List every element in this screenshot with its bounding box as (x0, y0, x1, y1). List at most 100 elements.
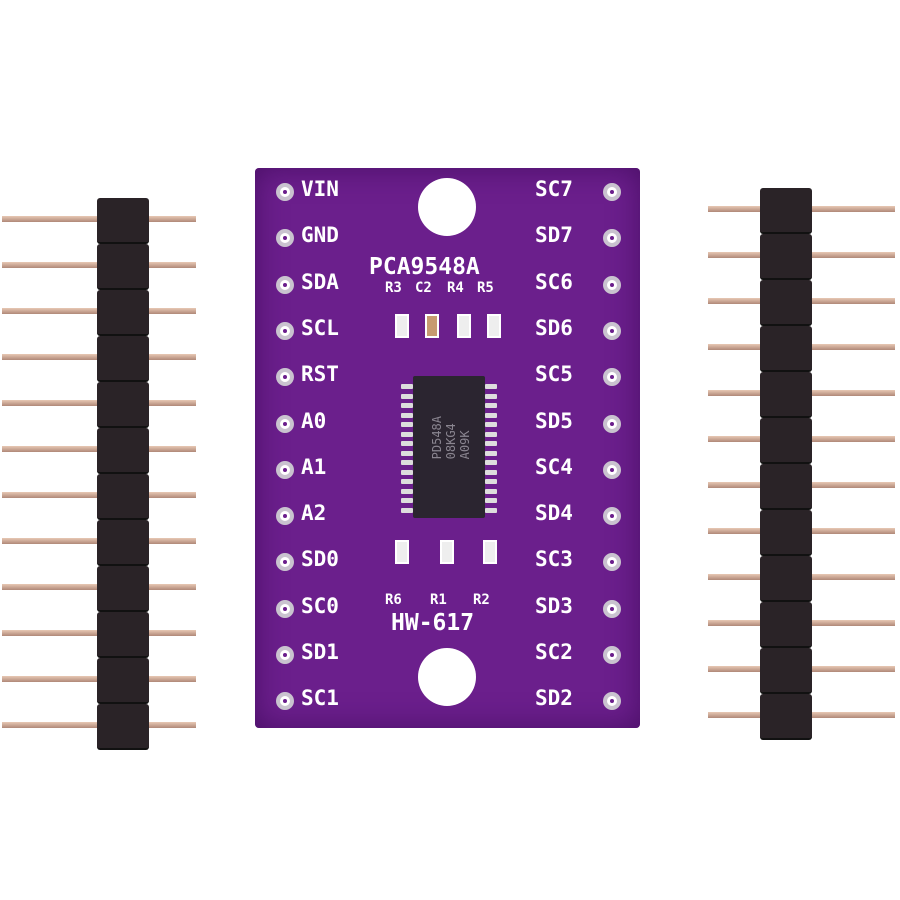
header-block (760, 326, 812, 372)
pin-pad (603, 599, 621, 618)
ic-leg (485, 488, 497, 494)
header-block (97, 704, 149, 750)
pin-label-left: SC1 (301, 686, 339, 711)
smd-component (395, 540, 409, 564)
smd-component (395, 314, 409, 338)
pin-label-right: SD6 (535, 315, 573, 340)
pin-pad (276, 229, 294, 248)
header-block (760, 510, 812, 556)
pin-pad (276, 460, 294, 479)
ic-leg (401, 403, 413, 408)
ic-leg (401, 441, 413, 446)
component-label: C2 (415, 280, 432, 296)
pin-pad (603, 692, 621, 711)
header-block (97, 198, 149, 244)
ic-leg (485, 431, 497, 437)
ic-leg (485, 412, 497, 418)
pin-label-right: SC3 (535, 547, 573, 572)
ic-leg (401, 431, 413, 437)
pin-label-left: RST (301, 362, 339, 387)
pin-label-left: SCL (301, 315, 339, 340)
header-block (760, 280, 812, 326)
mounting-hole-top (418, 178, 476, 236)
pin-label-right: SC6 (535, 269, 573, 294)
ic-chip (413, 376, 485, 518)
component-label: R4 (447, 280, 464, 296)
pin-label-left: A2 (301, 501, 327, 526)
ic-leg (485, 460, 497, 465)
pin-pad (603, 368, 621, 387)
header-block (760, 234, 812, 280)
pin-label-left: GND (301, 223, 339, 248)
pin-pad (276, 321, 294, 340)
header-block (760, 188, 812, 234)
pin-pad (276, 183, 294, 201)
pin-pad (276, 646, 294, 664)
pin-pad (276, 507, 294, 526)
pin-label-right: SD4 (535, 501, 573, 526)
pin-pad (603, 460, 621, 479)
ic-leg (401, 384, 413, 389)
component-label: R1 (430, 592, 447, 608)
header-block (97, 612, 149, 658)
pin-pad (603, 275, 621, 294)
pin-label-left: A1 (301, 454, 327, 479)
pin-pad (603, 321, 621, 340)
ic-leg (401, 450, 413, 456)
header-block (760, 602, 812, 648)
pin-label-right: SD3 (535, 593, 573, 618)
ic-leg (485, 403, 497, 408)
pin-label-right: SD2 (535, 686, 573, 711)
header-block (97, 244, 149, 290)
ic-leg (485, 384, 497, 389)
header-block (760, 418, 812, 464)
ic-leg (401, 507, 413, 513)
header-block (97, 290, 149, 336)
ic-leg (485, 450, 497, 456)
pin-label-right: SD5 (535, 408, 573, 433)
ic-leg (401, 469, 413, 475)
ic-leg (401, 393, 413, 399)
pin-label-right: SC7 (535, 177, 573, 201)
header-block (97, 566, 149, 612)
header-block (97, 336, 149, 382)
header-block (760, 556, 812, 602)
smd-component (440, 540, 454, 564)
pin-pad (603, 414, 621, 433)
pin-pad (276, 692, 294, 711)
pin-pad (603, 553, 621, 572)
header-block (97, 520, 149, 566)
pin-label-right: SC5 (535, 362, 573, 387)
pin-label-left: A0 (301, 408, 327, 433)
pin-label-left: SD0 (301, 547, 339, 572)
pin-pad (603, 229, 621, 248)
pin-label-left: SD1 (301, 640, 339, 664)
ic-leg (485, 441, 497, 446)
header-block (97, 382, 149, 428)
smd-component (487, 314, 501, 338)
smd-component (457, 314, 471, 338)
header-block (97, 658, 149, 704)
component-label: R3 (385, 280, 402, 296)
pin-label-left: SDA (301, 269, 339, 294)
pin-label-right: SD7 (535, 223, 573, 248)
header-block (760, 464, 812, 510)
pin-pad (603, 646, 621, 664)
ic-leg (485, 479, 497, 484)
pin-pad (276, 368, 294, 387)
header-block (760, 694, 812, 740)
pin-pad (603, 507, 621, 526)
ic-leg (401, 412, 413, 418)
pin-pad (276, 275, 294, 294)
header-block (760, 372, 812, 418)
pin-label-left: SC0 (301, 593, 339, 618)
ic-leg (401, 488, 413, 494)
header-block (760, 648, 812, 694)
pin-pad (603, 183, 621, 201)
ic-leg (401, 460, 413, 465)
pin-pad (276, 553, 294, 572)
component-label: R5 (477, 280, 494, 296)
ic-leg (401, 479, 413, 484)
